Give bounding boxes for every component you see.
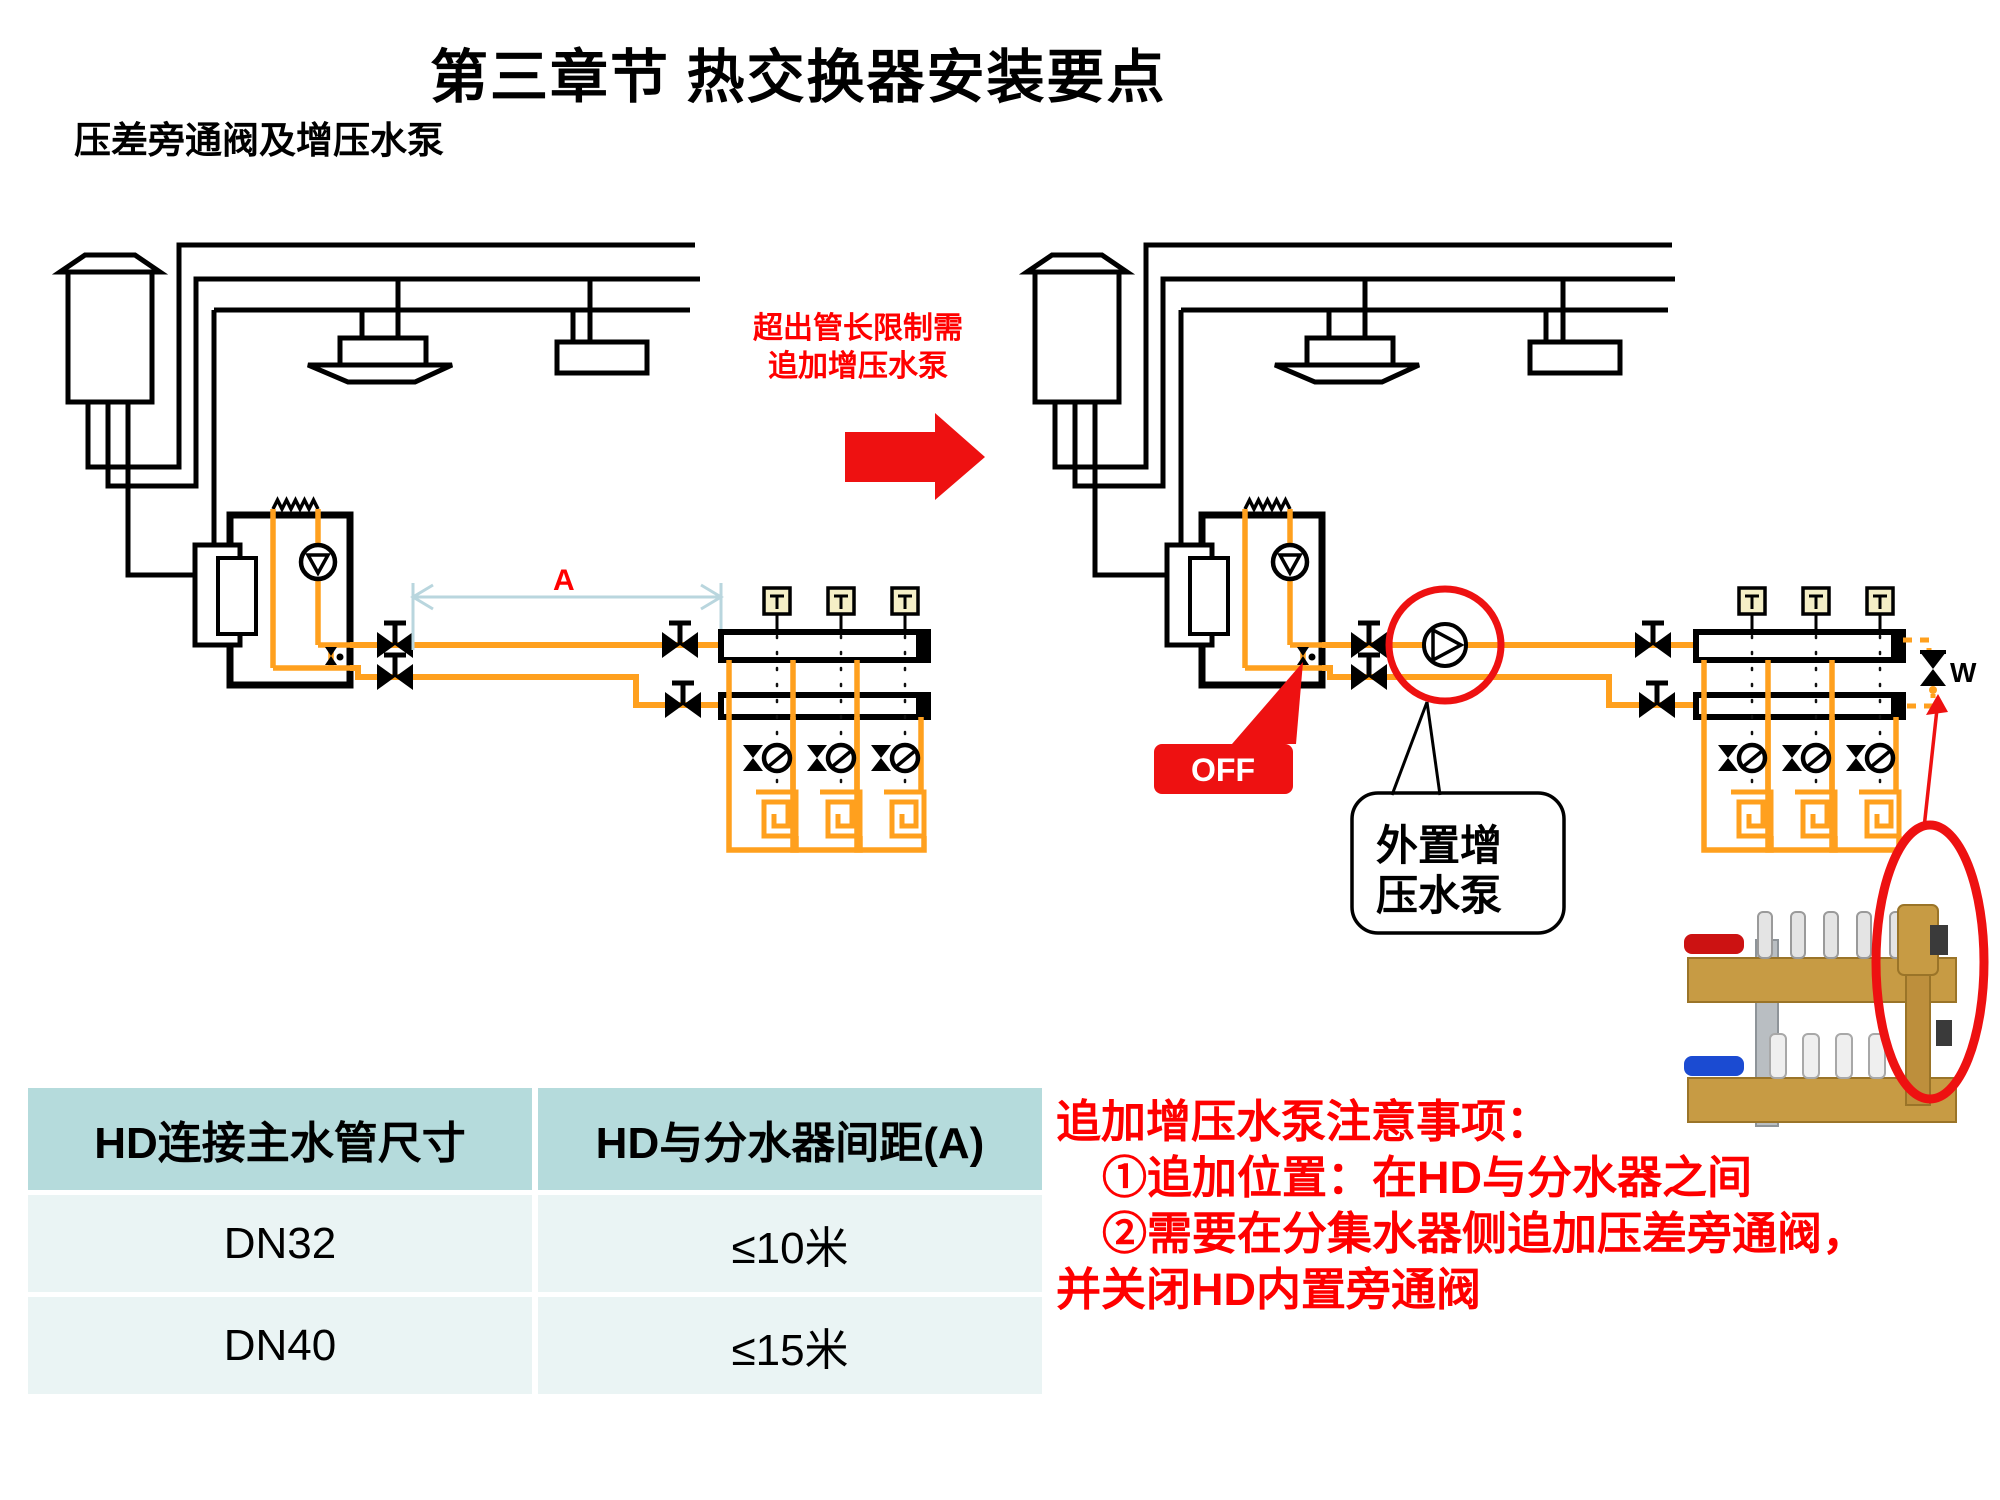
floor-heating-coil-icon [1795, 792, 1835, 836]
callout-line1: 外置增 [1376, 822, 1502, 869]
note-line: ②需要在分集水器侧追加压差旁通阀， [1102, 1208, 1868, 1259]
loop-control-valve-icon [743, 745, 790, 771]
dimension-annotation [410, 583, 724, 650]
hex-circulation-pump-icon [1273, 545, 1307, 579]
booster-pump-icon [1422, 622, 1468, 668]
section-subtitle: 压差旁通阀及增压水泵 [74, 120, 444, 161]
highlight-ellipse [1871, 820, 1989, 1104]
bypass-valve-pointer-arrow [1922, 694, 1948, 829]
indoor-ducted-unit [1527, 279, 1623, 376]
heater-coil-icon [271, 496, 320, 513]
floor-heating-coil-icon [820, 792, 860, 836]
loop-control-valve-icon [807, 745, 854, 771]
hydro-unit [192, 496, 354, 689]
shutoff-valve-icon [1639, 683, 1675, 718]
shutoff-valve-icon [662, 623, 698, 658]
floor-heating-coil-icon [884, 792, 924, 836]
booster-pump-notes: 追加增压水泵注意事项： ①追加位置：在HD与分水器之间 ②需要在分集水器侧追加压… [1056, 1094, 1867, 1318]
shutoff-valve-icon [665, 683, 701, 718]
left-piping-diagram: A [51, 242, 985, 853]
shutoff-valve-icon [1635, 623, 1671, 658]
refrigerant-trunk-lines [85, 242, 700, 578]
spec-table-cell: DN40 [28, 1297, 532, 1394]
shutoff-valve-icon [377, 655, 413, 690]
loop-control-valve-icon [1718, 745, 1765, 771]
diff-pressure-bypass-valve: W [1903, 637, 1977, 709]
outdoor-unit [51, 252, 169, 405]
manifold-actuator-icon [1737, 586, 1767, 616]
spec-table-header-pipe-size: HD连接主水管尺寸 [28, 1088, 532, 1190]
shutoff-valve-icon [1351, 655, 1387, 690]
loop-piping [726, 660, 927, 853]
manifold-actuator-icon [1801, 586, 1831, 616]
manifold [718, 586, 931, 853]
outdoor-unit [1018, 252, 1136, 405]
page-title: 第三章节 热交换器安装要点 [430, 45, 1167, 110]
floor-heating-coil-icon [756, 792, 796, 836]
spec-table-cell: ≤15米 [538, 1297, 1042, 1394]
manifold-actuator-icon [1865, 586, 1895, 616]
heater-coil-icon [1243, 496, 1292, 513]
loop-control-valve-icon [1782, 745, 1829, 771]
transition-note: 超出管长限制需 追加增压水泵 [753, 312, 963, 383]
spec-table-header-distance: HD与分水器间距(A) [538, 1088, 1042, 1190]
manifold-actuator-icon [826, 586, 856, 616]
floor-heating-coil-icon [1859, 792, 1899, 836]
off-badge-label: OFF [1191, 752, 1255, 788]
manifold-photo [1684, 904, 1957, 1127]
right-piping-diagram: OFF 外置增 压水泵 [1018, 242, 1989, 1127]
booster-pump-highlight-circle [1385, 585, 1505, 705]
note-line: ①追加位置：在HD与分水器之间 [1102, 1152, 1752, 1203]
off-pointer-wedge [1232, 662, 1303, 744]
loop-control-valve-icon [871, 745, 918, 771]
spec-table-cell: DN32 [28, 1195, 532, 1292]
note-line: 追加增压水泵注意事项： [1056, 1096, 1552, 1147]
blue-valve-handle [1684, 1056, 1744, 1076]
internal-water-piping [270, 509, 350, 671]
callout-bubble: 外置增 压水泵 [1350, 701, 1566, 935]
indoor-ducted-unit [554, 279, 650, 376]
loop-control-valve-icon [1846, 745, 1893, 771]
indoor-cassette-unit [1274, 279, 1421, 385]
note-line: 并关闭HD内置旁通阀 [1056, 1264, 1481, 1315]
callout-line2: 压水泵 [1376, 872, 1502, 919]
manifold-actuator-icon [890, 586, 920, 616]
bypass-valve-w-label: W [1950, 657, 1977, 688]
dimension-a-label: A [553, 564, 575, 597]
hydro-unit [1164, 496, 1326, 689]
manifold-actuator-icon [762, 586, 792, 616]
loop-caps [1769, 1033, 1886, 1079]
spec-table-cell: ≤10米 [538, 1195, 1042, 1292]
internal-water-piping [1242, 509, 1322, 671]
indoor-cassette-unit [307, 279, 454, 385]
off-badge [1154, 744, 1293, 794]
transition-arrow [845, 413, 985, 500]
red-valve-handle [1684, 934, 1744, 954]
spec-table: HD连接主水管尺寸 HD与分水器间距(A) DN32 ≤10米 DN40 ≤15… [28, 1088, 1042, 1394]
manifold [1693, 586, 1906, 853]
hex-circulation-pump-icon [301, 545, 335, 579]
floor-heating-coil-icon [1731, 792, 1771, 836]
